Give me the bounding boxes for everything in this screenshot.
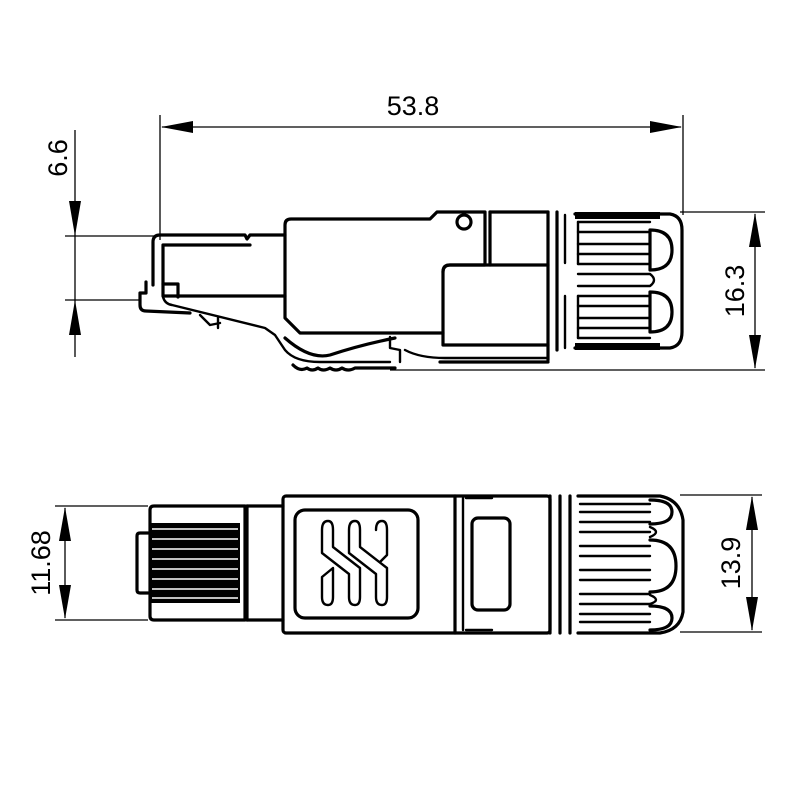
top-view: 11.68 13.9 bbox=[26, 494, 762, 635]
dimension-overall-length: 53.8 bbox=[159, 91, 684, 240]
cable-gland-top bbox=[568, 494, 685, 635]
contact-lines bbox=[152, 528, 238, 599]
dimension-housing-height: 16.3 bbox=[390, 211, 765, 371]
cable-gland-side bbox=[555, 210, 684, 352]
side-view: 53.8 6.6 16.3 bbox=[43, 91, 765, 372]
dimension-label-overall-length: 53.8 bbox=[387, 91, 440, 121]
dimension-label-housing-width: 13.9 bbox=[716, 537, 746, 590]
plug-contacts bbox=[135, 504, 285, 622]
plug-nose bbox=[138, 233, 392, 364]
dimension-label-plug-height: 6.6 bbox=[43, 139, 73, 177]
gland-ribs-upper bbox=[576, 220, 674, 272]
dimension-plug-width: 11.68 bbox=[26, 505, 148, 621]
housing-top bbox=[281, 494, 562, 635]
latch-lever bbox=[283, 336, 397, 372]
dimension-housing-width: 13.9 bbox=[680, 494, 762, 633]
gland-ribs-lower bbox=[576, 290, 674, 340]
dimension-label-housing-height: 16.3 bbox=[720, 265, 750, 318]
logo-icon bbox=[320, 519, 389, 607]
dimension-label-plug-width: 11.68 bbox=[26, 530, 56, 596]
dimension-plug-height: 6.6 bbox=[43, 130, 155, 357]
housing-front-block bbox=[283, 210, 550, 364]
